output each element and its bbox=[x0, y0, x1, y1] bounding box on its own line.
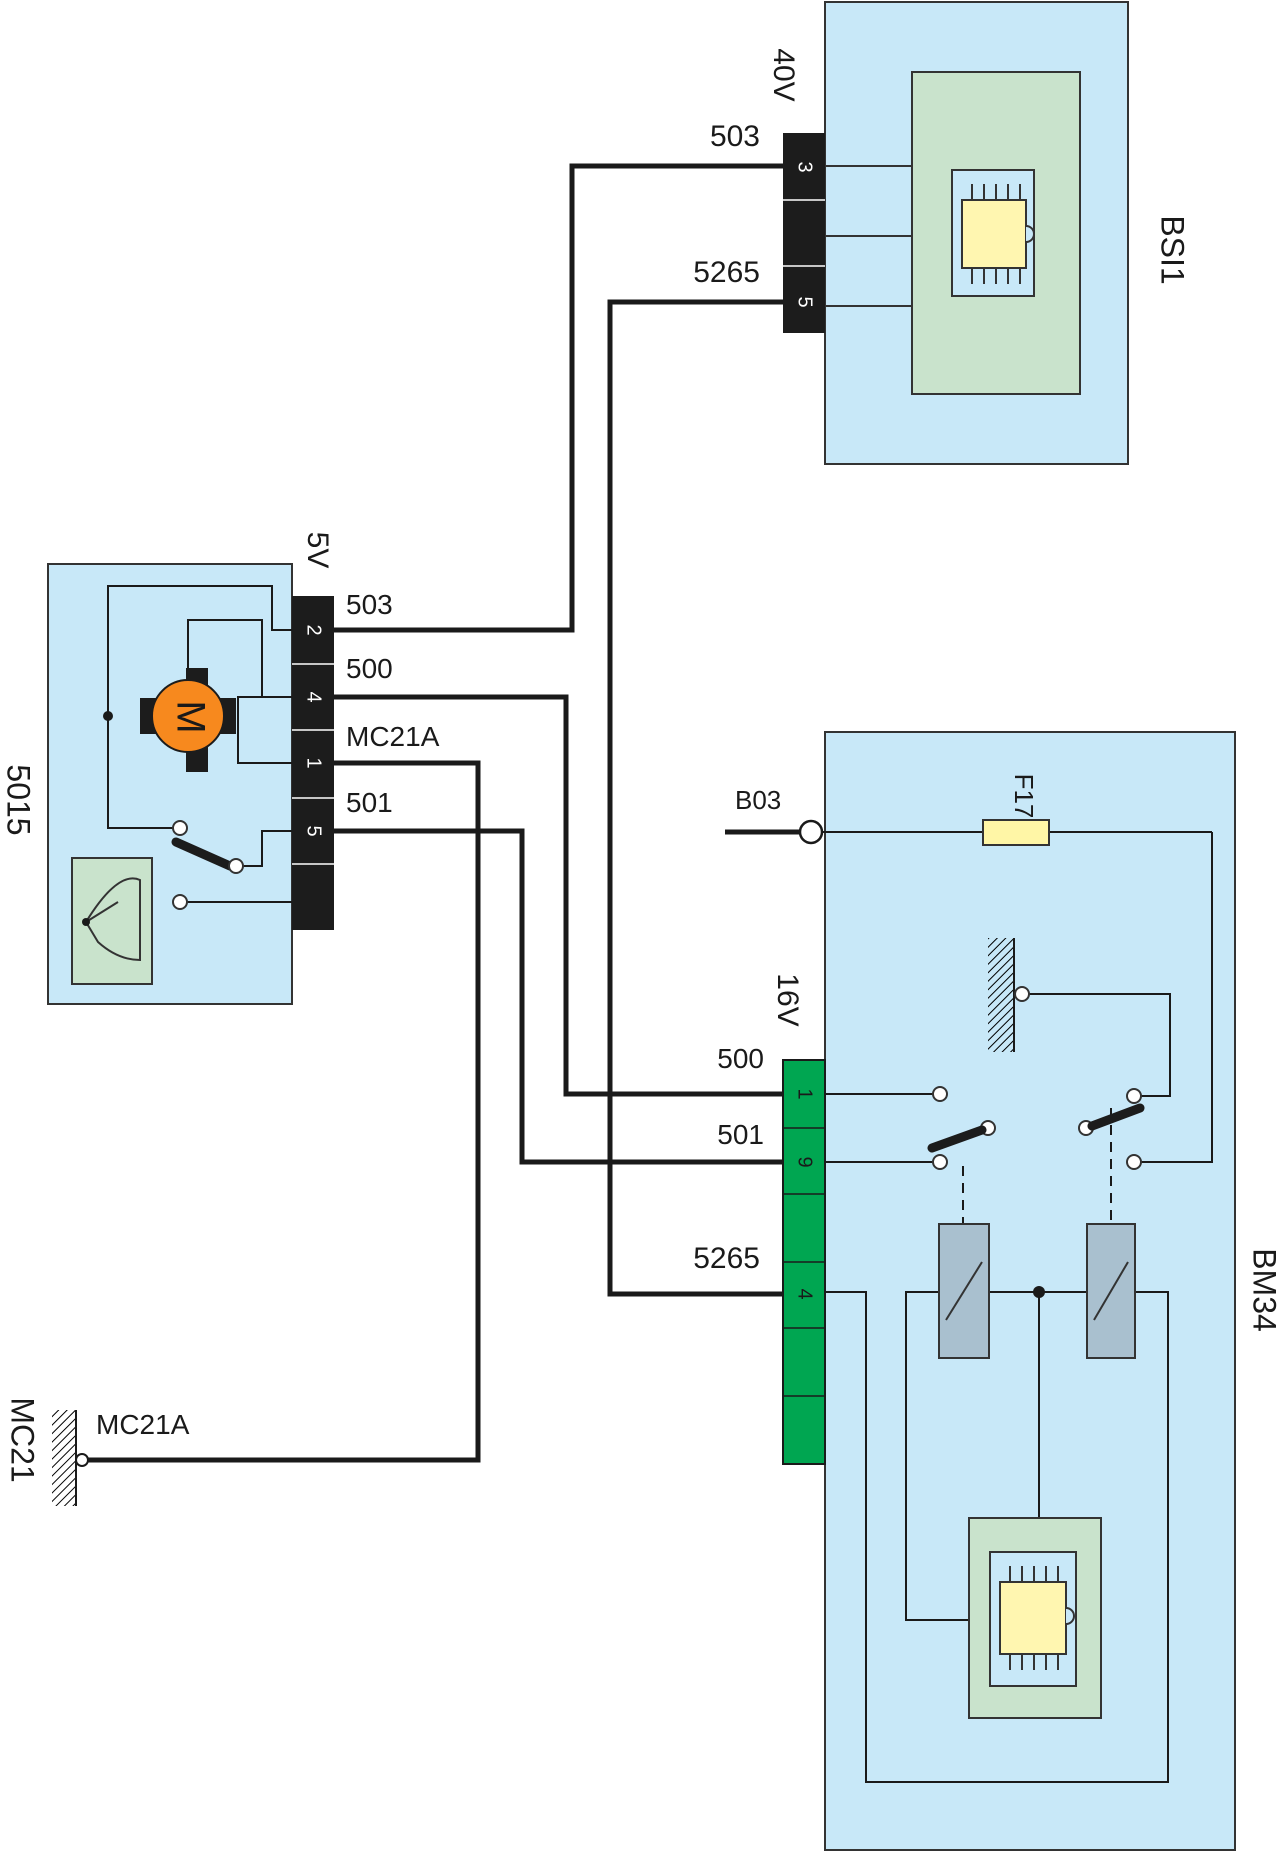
external-wires bbox=[78, 163, 783, 1463]
wire-label-5265-bsi: 5265 bbox=[693, 256, 760, 289]
motor-symbol-label: M bbox=[168, 700, 212, 733]
bm-pin-1-label: 1 bbox=[794, 1088, 816, 1099]
wire-label-500-motor: 500 bbox=[346, 653, 393, 684]
motor-unit-connector: 2 4 1 5 bbox=[292, 596, 334, 930]
motor-unit-module: M 2 4 1 5 5V 5015 bbox=[1, 532, 334, 1005]
wire-label-501-bm: 501 bbox=[717, 1119, 764, 1150]
bsi-connector-label: 40V bbox=[767, 48, 800, 101]
supply-label: B03 bbox=[735, 785, 781, 815]
bsi-module: 3 5 40V BSI1 bbox=[767, 1, 1191, 465]
relay-coil-1-icon bbox=[938, 1223, 990, 1359]
wire-label-501-motor: 501 bbox=[346, 787, 393, 818]
bm-connector: 1 9 4 bbox=[782, 1059, 826, 1465]
motor-pin-5-label: 5 bbox=[303, 825, 325, 836]
wire-label-503-bsi: 503 bbox=[710, 120, 760, 153]
bsi-chip-icon bbox=[951, 169, 1035, 297]
fuse-icon bbox=[982, 819, 1050, 846]
wire-label-5265-bm: 5265 bbox=[693, 1242, 760, 1275]
bm-pin-9-label: 9 bbox=[794, 1156, 816, 1167]
wire-500 bbox=[334, 694, 783, 1097]
motor-connector-label: 5V bbox=[301, 532, 334, 569]
ground-mc21: MC21A MC21 bbox=[5, 1397, 190, 1506]
motor-icon: M bbox=[140, 668, 236, 772]
bsi-connector: 3 5 bbox=[783, 133, 825, 333]
motor-pin-1-label: 1 bbox=[303, 757, 325, 768]
bm-pin-4-label: 4 bbox=[794, 1288, 816, 1299]
junction-dot bbox=[103, 711, 113, 721]
bm-chip-icon bbox=[989, 1551, 1077, 1687]
ground-name-label: MC21 bbox=[5, 1397, 41, 1482]
fuse-label: F17 bbox=[1009, 774, 1039, 819]
wire-503 bbox=[334, 163, 783, 633]
internal-ground-icon bbox=[988, 938, 1030, 1052]
ground-wire-label: MC21A bbox=[96, 1409, 190, 1440]
bm-module: F17 bbox=[725, 731, 1280, 1851]
bm-name-label: BM34 bbox=[1247, 1248, 1280, 1332]
motor-pin-2-label: 2 bbox=[303, 624, 325, 635]
bm-connector-label: 16V bbox=[771, 973, 804, 1026]
wire-label-500-bm: 500 bbox=[717, 1043, 764, 1074]
motor-unit-name-label: 5015 bbox=[1, 764, 37, 835]
wire-mc21a bbox=[78, 760, 481, 1463]
bsi-pin-5-label: 5 bbox=[794, 296, 816, 307]
park-switch-icon bbox=[171, 820, 244, 910]
ground-icon bbox=[52, 1410, 76, 1506]
relay-switch-2-icon bbox=[1078, 1088, 1145, 1170]
bsi-name-label: BSI1 bbox=[1155, 215, 1191, 284]
motor-pin-4-label: 4 bbox=[303, 691, 325, 702]
wire-label-mc21a-motor: MC21A bbox=[346, 721, 440, 752]
junction-dot bbox=[1033, 1286, 1045, 1298]
supply-terminal-icon bbox=[798, 819, 824, 845]
relay-coil-2-icon bbox=[1086, 1223, 1136, 1359]
relay-switch-1-icon bbox=[927, 1086, 996, 1170]
bsi-pin-3-label: 3 bbox=[794, 161, 816, 172]
wire-label-503-motor: 503 bbox=[346, 589, 393, 620]
wire-5265 bbox=[607, 299, 783, 1297]
wire-501 bbox=[334, 828, 783, 1165]
wiper-cam-icon bbox=[71, 857, 153, 985]
